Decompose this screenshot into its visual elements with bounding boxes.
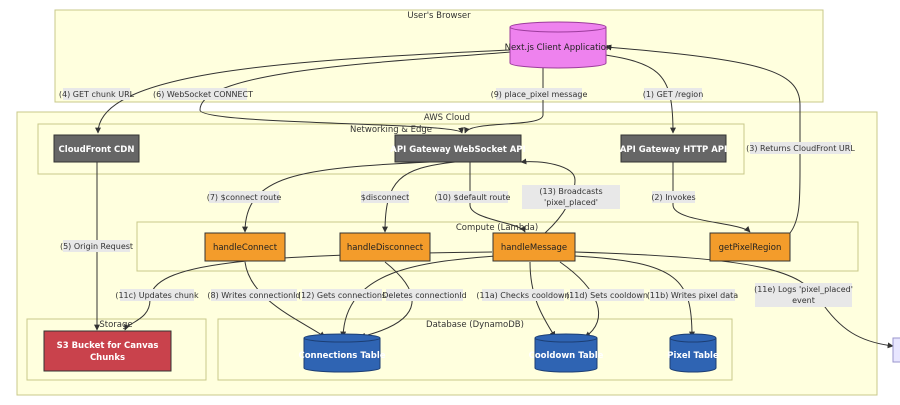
label-logs-pixel-placed-line2: event: [792, 296, 815, 305]
label-sets-cooldown: (11d) Sets cooldown: [566, 291, 648, 300]
label-origin-request: (5) Origin Request: [60, 242, 133, 251]
node-offscreen-logs: [892, 337, 900, 363]
node-pixel-table: Pixel Table: [667, 333, 719, 373]
handle-message-label: handleMessage: [501, 243, 567, 253]
label-logs-pixel-placed-line1: (11e) Logs 'pixel_placed': [754, 285, 853, 294]
label-gets-connections: (12) Gets connections: [298, 291, 386, 300]
edge-place-pixel: [464, 58, 544, 134]
cluster-networking-label: Networking & Edge: [350, 125, 432, 135]
edge-get-region: [584, 51, 676, 134]
node-get-pixel-region: getPixelRegion: [709, 232, 791, 262]
edge-gets-connections: [340, 255, 496, 338]
node-handle-message: handleMessage: [492, 232, 576, 262]
edge-writes-pixel-data: [574, 255, 695, 338]
edge-websocket-connect: [199, 51, 511, 134]
label-checks-cooldown: (11a) Checks cooldown: [476, 291, 569, 300]
cooldown-table-label: Cooldown Table: [529, 351, 604, 361]
get-pixel-region-label: getPixelRegion: [719, 243, 782, 253]
node-connections-table: Connections Table: [298, 333, 386, 373]
edge-labels: (4) GET chunk URL (6) WebSocket CONNECT …: [59, 88, 855, 307]
cluster-aws-label: AWS Cloud: [424, 113, 470, 123]
node-handle-disconnect: handleDisconnect: [339, 232, 431, 262]
edge-returns-cloudfront-url: [605, 44, 801, 234]
node-cloudfront: CloudFront CDN: [53, 134, 140, 163]
handle-connect-label: handleConnect: [213, 243, 278, 253]
label-writes-pixel-data: (11b) Writes pixel data: [647, 291, 738, 300]
label-writes-connectionid: (8) Writes connectionId: [207, 291, 300, 300]
edge-checks-cooldown: [529, 261, 556, 338]
edge-invokes: [672, 162, 751, 233]
cluster-storage-label: Storage: [99, 320, 132, 330]
label-connect-route: (7) $connect route: [207, 193, 282, 202]
label-default-route: (10) $default route: [435, 193, 511, 202]
handle-disconnect-label: handleDisconnect: [347, 243, 424, 253]
label-deletes-connectionid: Deletes connectionId: [382, 291, 467, 300]
connections-table-label: Connections Table: [298, 351, 385, 361]
s3-label-line2: Chunks: [90, 353, 125, 363]
s3-label-line1: S3 Bucket for Canvas: [57, 341, 159, 351]
cluster-database: Database (DynamoDB): [217, 318, 733, 381]
cloudfront-label: CloudFront CDN: [59, 145, 135, 155]
label-returns-cloudfront-url: (3) Returns CloudFront URL: [746, 144, 855, 153]
label-disconnect: $disconnect: [361, 193, 409, 202]
label-broadcasts-line2: 'pixel_placed': [544, 198, 598, 207]
node-cooldown-table: Cooldown Table: [529, 333, 604, 373]
label-get-chunk-url: (4) GET chunk URL: [59, 90, 135, 99]
cluster-database-label: Database (DynamoDB): [426, 320, 524, 330]
node-client: Next.js Client Application: [505, 21, 612, 69]
label-broadcasts-line1: (13) Broadcasts: [539, 187, 602, 196]
edge-deletes-connectionid: [359, 261, 413, 339]
edge-sets-cooldown: [559, 261, 600, 338]
label-websocket-connect: (6) WebSocket CONNECT: [153, 90, 253, 99]
edge-get-chunk-url: [95, 49, 511, 134]
edge-disconnect: [382, 161, 456, 233]
edge-broadcasts: [520, 158, 576, 234]
label-get-region: (1) GET /region: [643, 90, 704, 99]
websocket-api-label: API Gateway WebSocket API: [390, 145, 525, 155]
edge-default-route: [469, 162, 526, 233]
node-handle-connect: handleConnect: [204, 232, 286, 262]
node-http-api: API Gateway HTTP API: [620, 134, 727, 163]
cluster-compute-label: Compute (Lambda): [456, 223, 538, 233]
label-invokes: (2) Invokes: [651, 193, 695, 202]
edge-writes-connectionid: [244, 261, 326, 338]
http-api-label: API Gateway HTTP API: [620, 145, 727, 155]
node-websocket-api: API Gateway WebSocket API: [390, 134, 526, 163]
edge-connect-route: [242, 161, 431, 233]
client-label: Next.js Client Application: [505, 43, 612, 53]
label-place-pixel: (9) place_pixel message: [491, 90, 588, 99]
cluster-browser-label: User's Browser: [407, 11, 471, 21]
node-s3-bucket: S3 Bucket for Canvas Chunks: [43, 330, 172, 372]
label-updates-chunk: (11c) Updates chunk: [115, 291, 199, 300]
pixel-table-label: Pixel Table: [667, 351, 719, 361]
